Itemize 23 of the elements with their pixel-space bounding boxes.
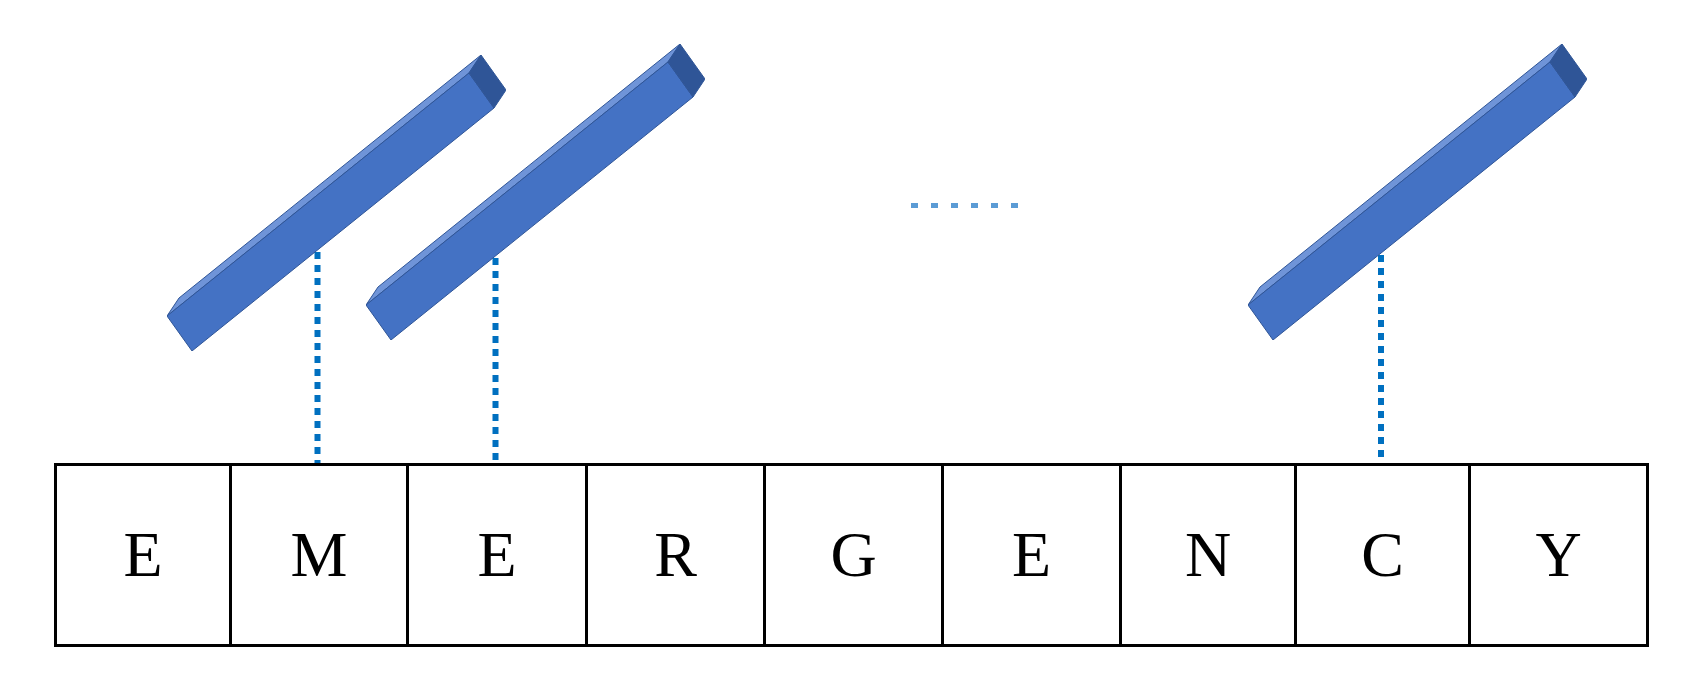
bar-prism	[1248, 44, 1587, 340]
dotted-connector	[492, 257, 499, 463]
letter-box	[54, 463, 232, 647]
letter-box	[406, 463, 588, 647]
letter-box	[763, 463, 944, 647]
letter-box	[1294, 463, 1471, 647]
letter: E	[477, 518, 517, 592]
letter: G	[830, 518, 877, 592]
letter-box	[229, 463, 409, 647]
letter-box	[585, 463, 766, 647]
letter: R	[654, 518, 697, 592]
letter-box	[1468, 463, 1649, 647]
letter-box	[941, 463, 1122, 647]
dotted-connector	[314, 252, 321, 463]
letter: N	[1184, 518, 1232, 592]
letter-box	[1119, 463, 1297, 647]
letter: E	[123, 518, 163, 592]
letter: M	[290, 518, 348, 592]
letter: E	[1011, 518, 1052, 592]
letter: Y	[1535, 518, 1582, 592]
bar-prism	[167, 55, 506, 351]
letter: C	[1361, 518, 1404, 592]
bar-prism	[366, 44, 705, 340]
